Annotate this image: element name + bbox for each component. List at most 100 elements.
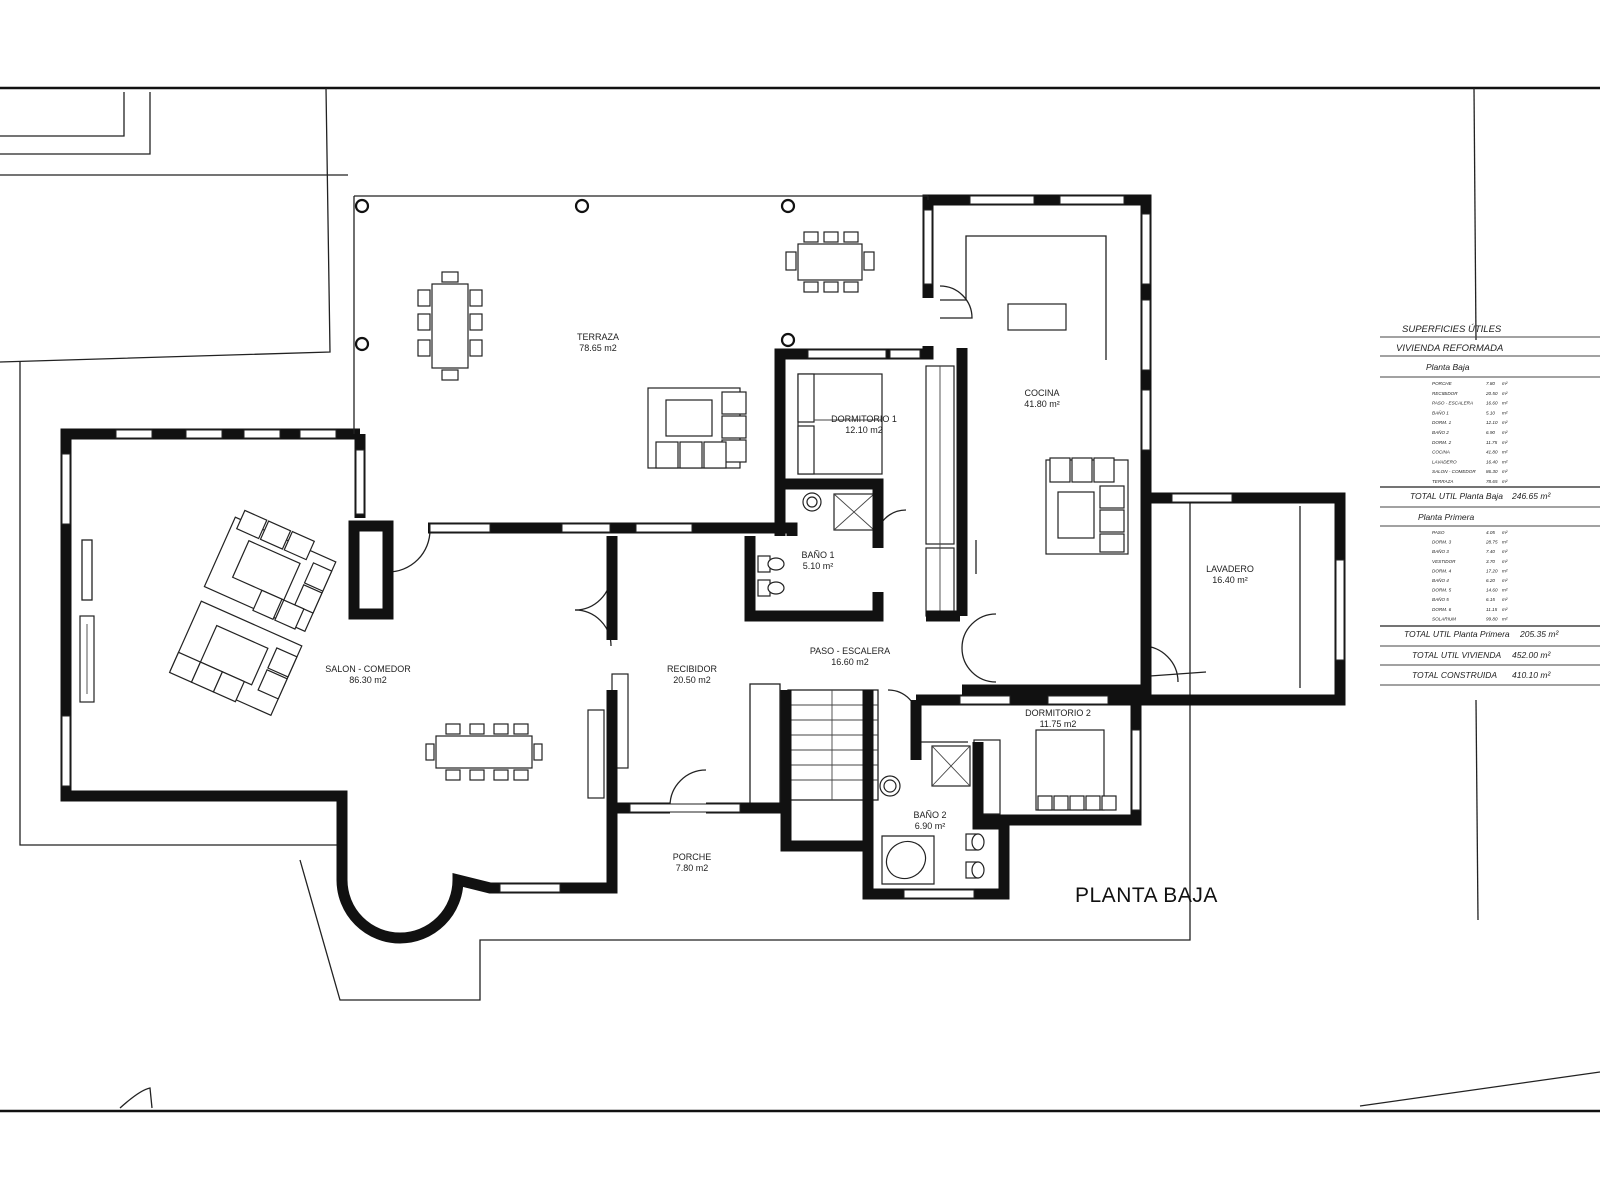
schedule-row-unit: m²	[1502, 381, 1508, 386]
schedule-row-label: SOLARIUM	[1432, 616, 1456, 621]
schedule-row-value: 16.60	[1486, 401, 1498, 406]
schedule-row-value: 11.75	[1486, 440, 1498, 445]
schedule-row-unit: m²	[1502, 597, 1508, 602]
schedule-row-label: BAÑO 3	[1432, 548, 1449, 554]
room-area-dormitorio-1: 12.10 m2	[845, 425, 883, 435]
schedule-row-unit: m²	[1502, 420, 1508, 425]
schedule-row-label: PASO - ESCALERA	[1432, 401, 1473, 406]
schedule-row-value: 6.90	[1486, 430, 1495, 435]
schedule-row-label: LAVADERO	[1432, 459, 1457, 464]
room-area-lavadero: 16.40 m²	[1212, 575, 1248, 585]
total-label-construida: TOTAL CONSTRUIDA	[1412, 670, 1497, 680]
kitchen-island	[1007, 303, 1067, 331]
schedule-row-label: BAÑO 2	[1432, 429, 1449, 435]
total-value-planta-primera: 205.35 m²	[1519, 629, 1559, 639]
schedule-row-unit: m²	[1502, 578, 1508, 583]
room-area-paso-escalera: 16.60 m2	[831, 657, 869, 667]
schedule-row-value: 16.40	[1486, 459, 1498, 464]
schedule-row-unit: m²	[1502, 401, 1508, 406]
room-name-terraza: TERRAZA	[577, 332, 619, 342]
schedule-row-value: 5.10	[1486, 410, 1495, 415]
schedule-row-unit: m²	[1502, 410, 1508, 415]
schedule-row-unit: m²	[1502, 391, 1508, 396]
section-name-planta-primera: Planta Primera	[1418, 512, 1474, 522]
room-labels: TERRAZA 78.65 m2 COCINA 41.80 m² DORMITO…	[325, 332, 1254, 873]
room-name-dormitorio-2: DORMITORIO 2	[1025, 708, 1091, 718]
schedule-row-unit: m²	[1502, 479, 1508, 484]
schedule-row-label: VESTIDOR	[1432, 559, 1456, 564]
room-area-dormitorio-2: 11.75 m2	[1040, 719, 1077, 729]
room-name-cocina: COCINA	[1024, 388, 1059, 398]
schedule-row-label: DORM. 6	[1432, 607, 1452, 612]
room-name-lavadero: LAVADERO	[1206, 564, 1254, 574]
room-name-bano-1: BAÑO 1	[801, 550, 834, 560]
schedule-row-label: PORCHE	[1432, 381, 1453, 386]
section-name-planta-baja: Planta Baja	[1426, 362, 1470, 372]
total-value-vivienda: 452.00 m²	[1512, 650, 1551, 660]
schedule-row-label: DORM. 1	[1432, 420, 1452, 425]
site-border	[0, 86, 1600, 1113]
schedule-row-value: 20.50	[1485, 391, 1498, 396]
room-area-porche: 7.80 m2	[676, 863, 709, 873]
schedule-row-value: 41.80	[1486, 450, 1498, 455]
schedule-row-label: DORM. 3	[1432, 540, 1452, 545]
table-subtitle: VIVIENDA REFORMADA	[1396, 343, 1503, 354]
schedule-row-unit: m²	[1502, 588, 1508, 593]
plan-title: PLANTA BAJA	[1075, 884, 1218, 907]
schedule-row-label: SALON - COMEDOR	[1432, 469, 1476, 474]
schedule-row-value: 3.70	[1486, 559, 1495, 564]
schedule-row-value: 12.10	[1486, 420, 1498, 425]
schedule-row-unit: m²	[1502, 450, 1508, 455]
schedule-row-value: 14.60	[1486, 588, 1498, 593]
schedule-row-label: COCINA	[1432, 450, 1450, 455]
schedule-row-label: BAÑO 5	[1432, 596, 1449, 602]
site-plot-lines	[0, 87, 1600, 1109]
schedule-row-unit: m²	[1502, 607, 1508, 612]
schedule-row-unit: m²	[1502, 616, 1508, 621]
schedule-row-label: PASO	[1432, 530, 1445, 535]
schedule-row-unit: m²	[1502, 549, 1508, 554]
schedule-row-label: TERRAZA	[1432, 479, 1453, 484]
windows	[61, 195, 1345, 899]
room-area-salon-comedor: 86.30 m2	[349, 675, 387, 685]
total-label-vivienda: TOTAL UTIL VIVIENDA	[1412, 650, 1501, 660]
schedule-row-value: 99.80	[1486, 616, 1498, 621]
schedule-row-unit: m²	[1502, 430, 1508, 435]
room-name-recibidor: RECIBIDOR	[667, 664, 718, 674]
schedule-row-label: DORM. 4	[1432, 568, 1452, 573]
interior-details	[79, 235, 1301, 885]
schedule-row-value: 78.65	[1486, 479, 1498, 484]
walls	[60, 194, 1346, 944]
schedule-row-unit: m²	[1502, 459, 1508, 464]
schedule-row-label: BAÑO 4	[1432, 577, 1449, 583]
schedule-row-value: 6.15	[1486, 597, 1495, 602]
area-schedule-table: SUPERFICIES ÚTILES VIVIENDA REFORMADA Pl…	[1380, 324, 1600, 686]
room-name-porche: PORCHE	[673, 852, 712, 862]
room-name-dormitorio-1: DORMITORIO 1	[831, 414, 897, 424]
schedule-row-value: 17.20	[1486, 568, 1498, 573]
schedule-row-unit: m²	[1502, 469, 1508, 474]
total-value-planta-baja: 246.65 m²	[1511, 491, 1551, 501]
schedule-row-value: 7.40	[1486, 549, 1495, 554]
room-area-bano-2: 6.90 m²	[915, 821, 946, 831]
room-area-terraza: 78.65 m2	[579, 343, 617, 353]
schedule-row-unit: m²	[1502, 559, 1508, 564]
schedule-row-unit: m²	[1502, 568, 1508, 573]
schedule-row-label: DORM. 5	[1432, 588, 1452, 593]
terrace-columns	[354, 198, 796, 352]
schedule-row-value: 4.05	[1486, 530, 1495, 535]
schedule-row-unit: m²	[1502, 530, 1508, 535]
room-name-bano-2: BAÑO 2	[913, 810, 946, 820]
room-name-salon-comedor: SALON - COMEDOR	[325, 664, 411, 674]
total-label-planta-primera: TOTAL UTIL Planta Primera	[1404, 629, 1510, 639]
total-value-construida: 410.10 m²	[1512, 670, 1551, 680]
room-area-recibidor: 20.50 m2	[673, 675, 711, 685]
schedule-row-value: 7.80	[1486, 381, 1495, 386]
room-name-paso-escalera: PASO - ESCALERA	[810, 646, 890, 656]
total-label-planta-baja: TOTAL UTIL Planta Baja	[1410, 491, 1503, 501]
schedule-row-value: 6.20	[1486, 578, 1495, 583]
schedule-row-value: 11.15	[1486, 607, 1498, 612]
